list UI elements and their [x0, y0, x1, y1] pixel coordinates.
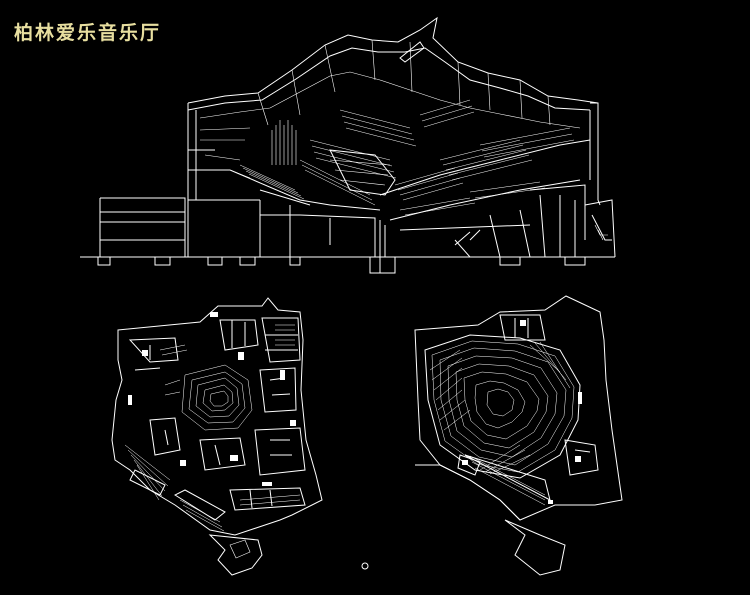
drawing-title: 柏林爱乐音乐厅 [14, 22, 162, 44]
plan-left-annex [208, 534, 263, 576]
plan-right-annex [504, 519, 566, 576]
left-wing [99, 197, 186, 257]
roof-inner [187, 47, 591, 111]
roof-ceiling [199, 71, 581, 129]
section-seating-left [239, 139, 397, 206]
reflector-panel [399, 41, 425, 63]
plan-left-outline [111, 297, 323, 536]
plan-left-auditorium [181, 364, 253, 431]
section-seating-right [339, 99, 575, 216]
plan-right-hall-outline [424, 334, 581, 479]
section-drawing [80, 16, 616, 274]
foundation-footings [97, 257, 586, 274]
plan-right-auditorium [429, 340, 575, 506]
north-marker [361, 562, 369, 570]
organ-pipes [271, 120, 297, 165]
floor-plan-left [111, 297, 323, 576]
floor-plan-right [414, 295, 623, 576]
roof-outline [187, 16, 599, 104]
